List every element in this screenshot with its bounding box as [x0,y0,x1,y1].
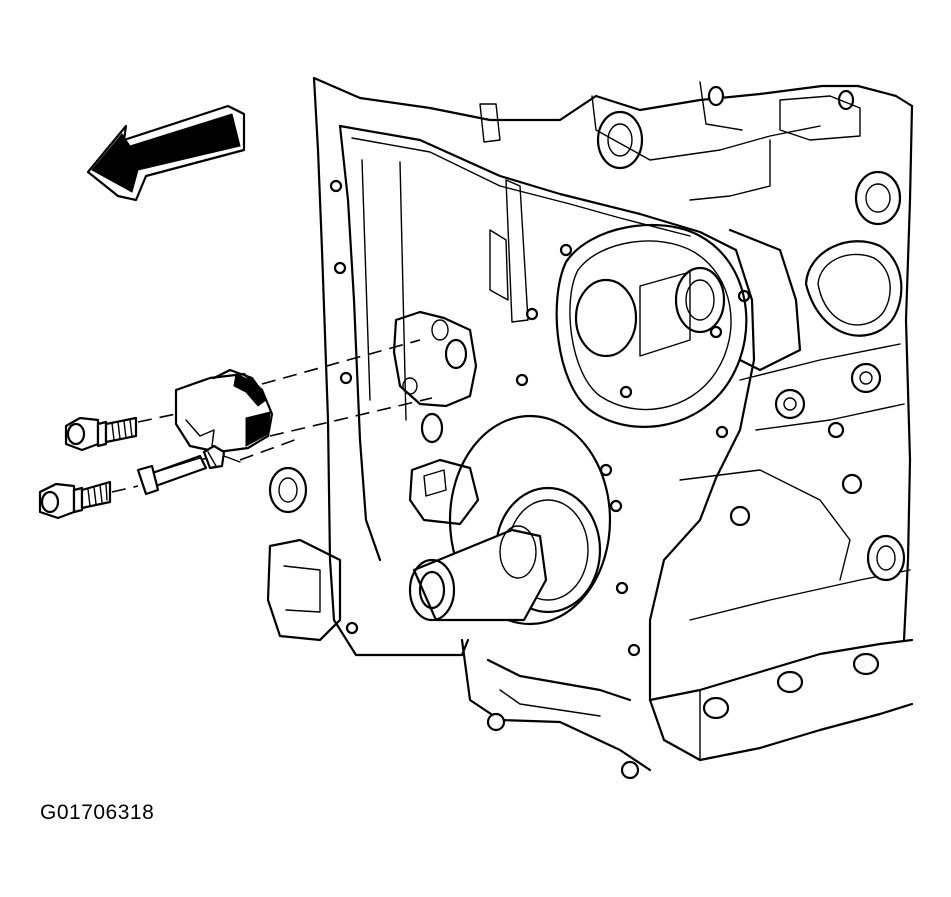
alignment-lines [111,339,433,493]
timing-cover-opening [555,223,748,428]
lower-cover [460,569,914,780]
bolt-lower [38,480,112,520]
sensor-assembly [136,368,274,496]
figure-id-label: G01706318 [40,801,155,824]
crankshaft-seal [408,414,612,626]
bolt-upper [64,416,138,452]
left-arrow-icon [86,104,246,202]
right-side-bosses [596,110,906,582]
engine-block [312,76,914,742]
left-ports [266,179,529,642]
upper-rail [479,81,861,161]
